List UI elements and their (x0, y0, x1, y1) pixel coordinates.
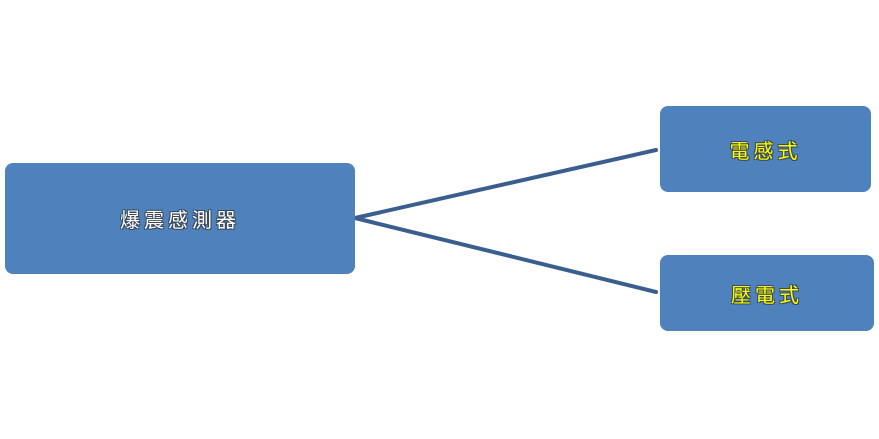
child-node-label-piezoelectric: 壓電式 (731, 282, 803, 307)
child-node-piezoelectric: 壓電式 (660, 255, 874, 331)
root-node-knock-sensor: 爆震感測器 (5, 163, 355, 274)
root-node-label: 爆震感測器 (120, 208, 240, 232)
connector-to-piezoelectric (353, 216, 658, 294)
connector-to-inductive (353, 148, 658, 220)
child-node-inductive: 電感式 (660, 106, 871, 192)
child-node-label-inductive: 電感式 (729, 138, 802, 163)
